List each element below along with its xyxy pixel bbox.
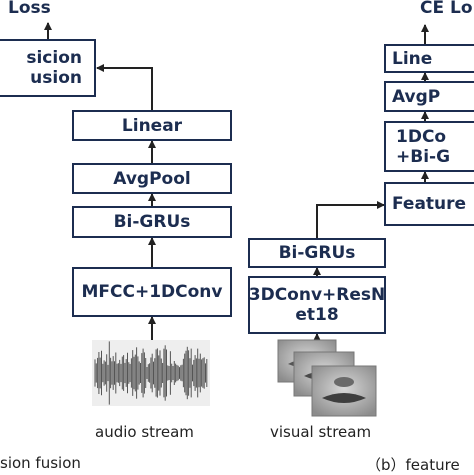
- decision-fusion-box: sicion usion: [0, 39, 96, 97]
- conv-bigru-box-right: 1DCo +Bi-G: [384, 121, 474, 172]
- loss-label: Loss: [8, 0, 51, 18]
- bigrus-box-right: Bi-GRUs: [248, 238, 386, 268]
- arrow-linear-to-fusion: [96, 64, 153, 110]
- 3dconv-line-2: et18: [295, 305, 339, 325]
- feature-fusion-box: Feature: [384, 182, 474, 226]
- conv-bigru-line-1: 1DCo: [396, 126, 447, 147]
- 3dconv-resnet18-box: 3DConv+ResN et18: [248, 276, 386, 334]
- audio-waveform-image: [92, 340, 210, 406]
- ce-loss-label: CE Lo: [420, 0, 473, 18]
- arrow-bigrus-to-feature: [316, 201, 385, 238]
- left-panel-caption: sion fusion: [0, 454, 81, 472]
- conv-bigru-line-2: +Bi-G: [396, 146, 451, 167]
- decision-fusion-line-2: usion: [30, 68, 82, 88]
- mfcc-1dconv-box: MFCC+1DConv: [72, 267, 232, 317]
- frame-3: [311, 365, 377, 417]
- bigrus-box: Bi-GRUs: [72, 206, 232, 238]
- avgpool-box-right: AvgP: [384, 81, 474, 112]
- visual-stream-caption: visual stream: [270, 423, 372, 441]
- 3dconv-line-1: 3DConv+ResN: [248, 285, 386, 305]
- right-panel-caption: （b）feature: [366, 456, 460, 474]
- audio-stream-caption: audio stream: [95, 423, 194, 441]
- avgpool-box: AvgPool: [72, 163, 232, 194]
- linear-box: Linear: [72, 110, 232, 141]
- linear-box-right: Line: [384, 44, 474, 73]
- decision-fusion-line-1: sicion: [26, 48, 82, 68]
- mouth-frames-image: [277, 339, 377, 417]
